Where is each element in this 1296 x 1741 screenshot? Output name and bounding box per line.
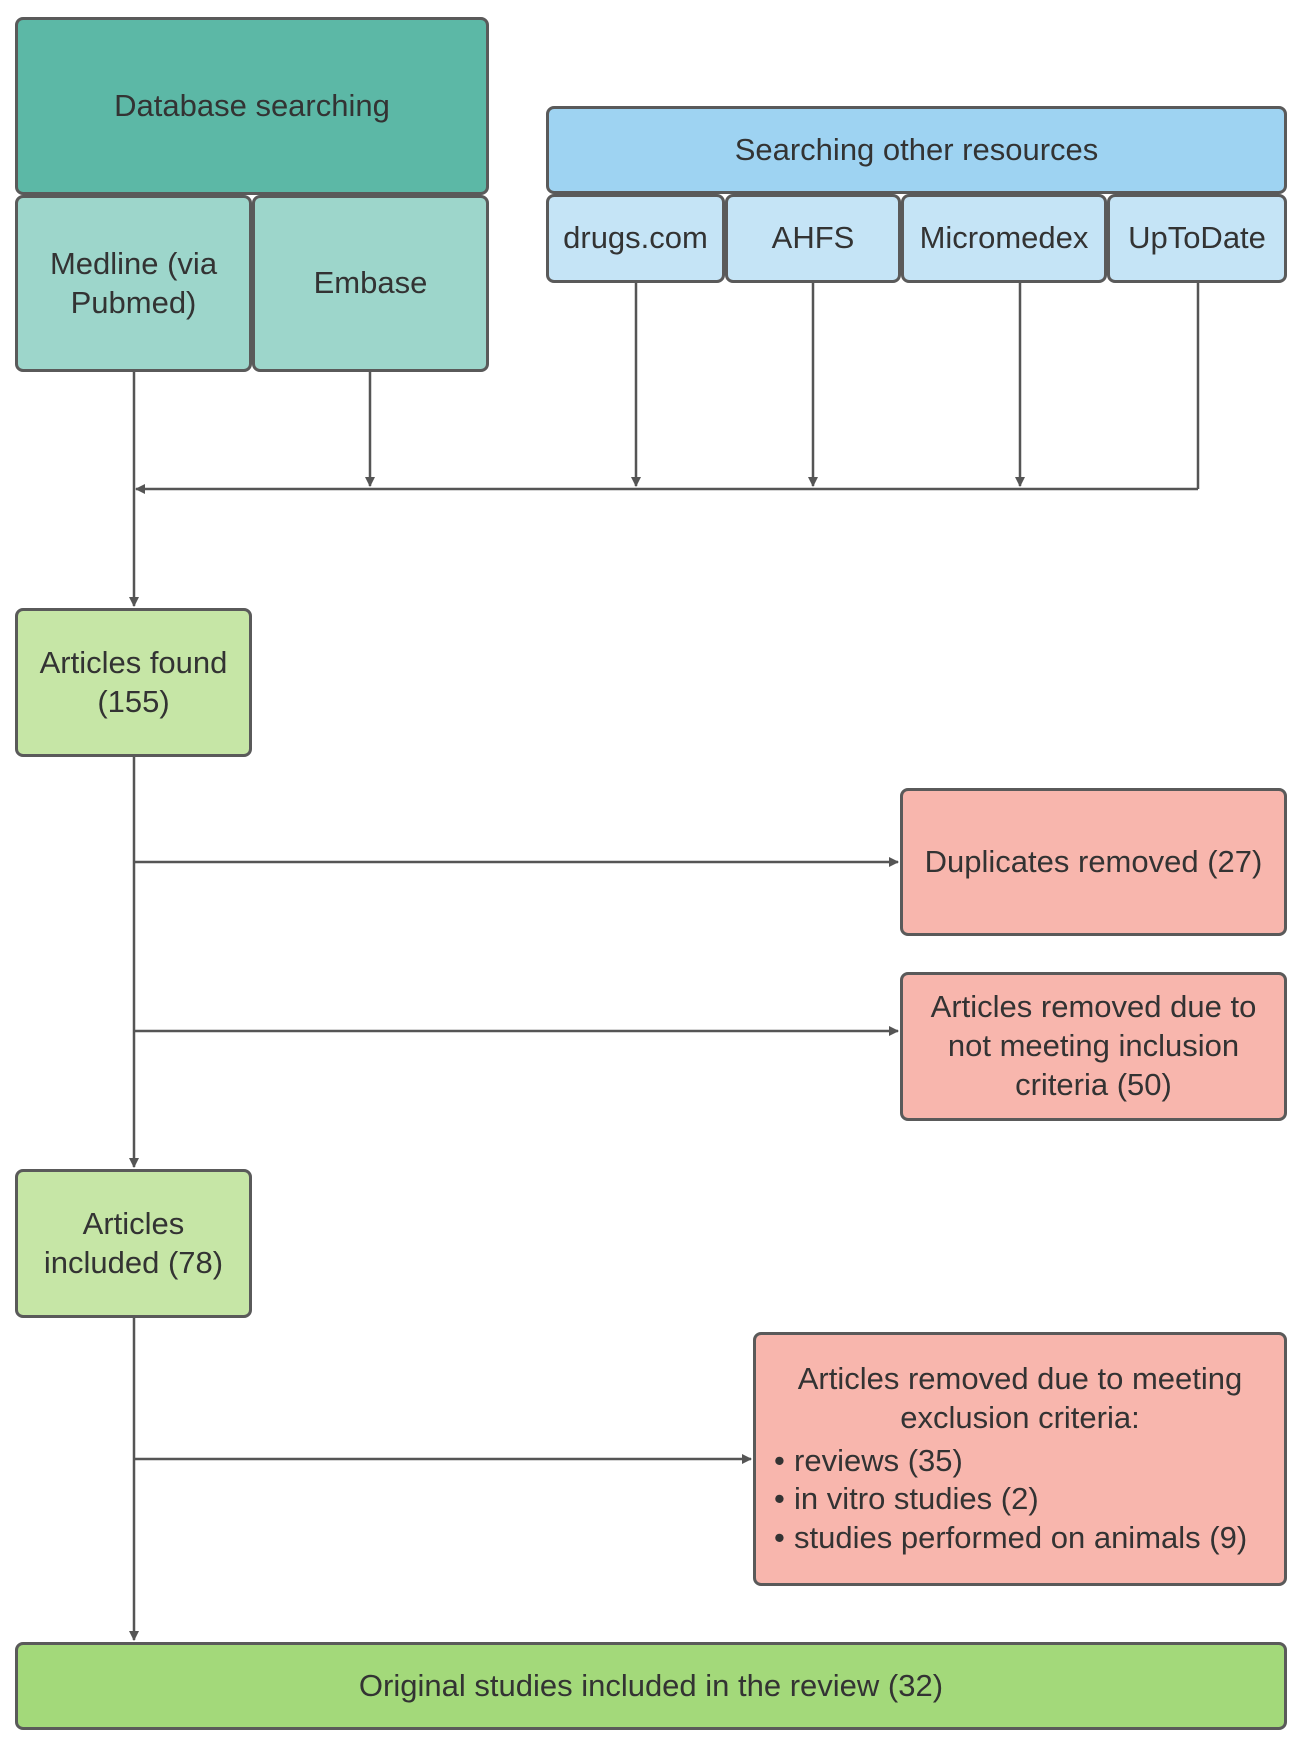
- source-uptodate: UpToDate: [1107, 194, 1287, 283]
- articles-included-label: Articles included (78): [43, 1205, 224, 1280]
- articles-included-box: Articles included (78): [15, 1169, 252, 1318]
- articles-found-label: Articles found (155): [39, 644, 228, 719]
- articles-found-box: Articles found (155): [15, 608, 252, 757]
- inclusion-removed-box: Articles removed due to not meeting incl…: [900, 972, 1287, 1121]
- duplicates-removed-box: Duplicates removed (27): [900, 788, 1287, 936]
- database-searching-header: Database searching: [15, 17, 489, 195]
- source-micromedex-label: Micromedex: [919, 220, 1089, 256]
- final-studies-label: Original studies included in the review …: [358, 1667, 944, 1703]
- source-drugs-com: drugs.com: [546, 194, 725, 283]
- exclusion-item: in vitro studies (2): [770, 1480, 1270, 1519]
- source-uptodate-label: UpToDate: [1128, 220, 1266, 256]
- source-ahfs: AHFS: [725, 194, 901, 283]
- inclusion-removed-label: Articles removed due to not meeting incl…: [930, 989, 1257, 1102]
- exclusion-list: reviews (35) in vitro studies (2) studie…: [770, 1442, 1270, 1558]
- duplicates-removed-label: Duplicates removed (27): [924, 843, 1263, 879]
- source-embase-label: Embase: [313, 265, 428, 301]
- source-ahfs-label: AHFS: [771, 220, 855, 256]
- database-searching-label: Database searching: [114, 87, 390, 123]
- source-medline: Medline (via Pubmed): [15, 195, 252, 372]
- source-drugs-com-label: drugs.com: [563, 220, 708, 256]
- source-micromedex: Micromedex: [901, 194, 1107, 283]
- exclusion-item: studies performed on animals (9): [770, 1519, 1270, 1558]
- source-medline-label: Medline (via Pubmed): [49, 245, 218, 320]
- exclusion-item: reviews (35): [770, 1442, 1270, 1481]
- exclusion-removed-box: Articles removed due to meeting exclusio…: [753, 1332, 1287, 1586]
- other-resources-label: Searching other resources: [734, 131, 1099, 167]
- final-studies-box: Original studies included in the review …: [15, 1642, 1287, 1730]
- exclusion-removed-title: Articles removed due to meeting exclusio…: [797, 1361, 1243, 1435]
- other-resources-header: Searching other resources: [546, 106, 1287, 194]
- source-embase: Embase: [252, 195, 489, 372]
